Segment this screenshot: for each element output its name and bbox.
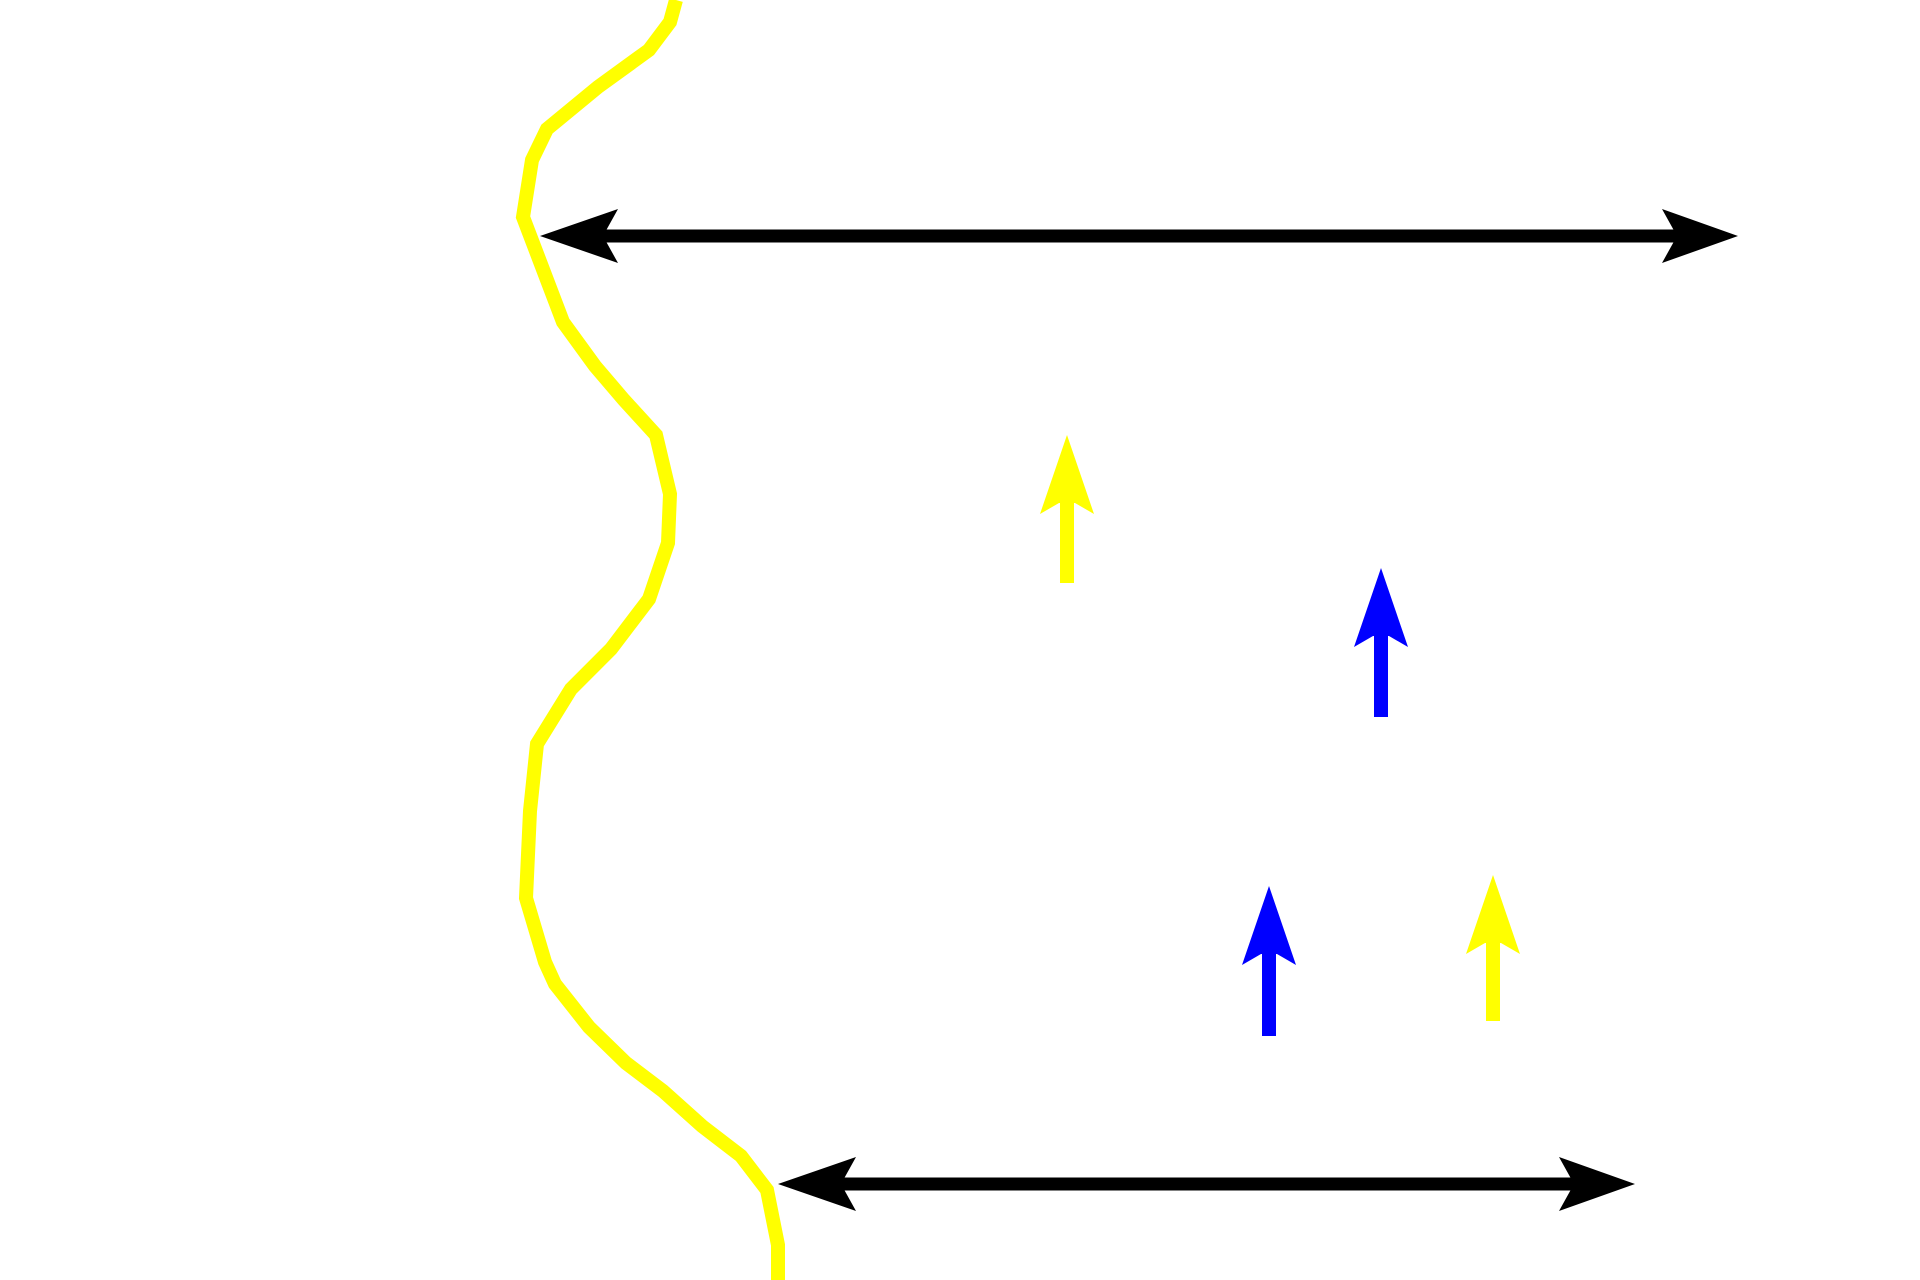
yellow-pointer-arrow-1: [1040, 435, 1094, 583]
blue-pointer-arrow-1-head: [1354, 568, 1408, 647]
blue-pointer-arrow-1: [1354, 568, 1408, 717]
upper-width-arrow-left-head: [540, 209, 618, 263]
yellow-pointer-arrow-2: [1466, 875, 1520, 1021]
yellow-pointer-arrow-2-head: [1466, 875, 1520, 954]
yellow-pointer-arrow-1-shaft: [1060, 496, 1074, 583]
blue-pointer-arrow-2-shaft: [1262, 948, 1276, 1036]
blue-pointer-arrow-2-head: [1242, 886, 1296, 965]
blue-pointer-arrow-1-shaft: [1374, 629, 1388, 717]
yellow-pointer-arrow-1-head: [1040, 435, 1094, 514]
upper-width-arrow: [540, 209, 1738, 263]
upper-width-arrow-right-head: [1662, 209, 1738, 263]
lower-width-arrow-left-head: [778, 1157, 856, 1211]
lower-width-arrow-right-head: [1559, 1157, 1635, 1211]
blue-pointer-arrow-2: [1242, 886, 1296, 1036]
boundary-line: [515, 0, 785, 1280]
lower-width-arrow: [778, 1157, 1635, 1211]
yellow-pointer-arrow-2-shaft: [1486, 936, 1500, 1021]
